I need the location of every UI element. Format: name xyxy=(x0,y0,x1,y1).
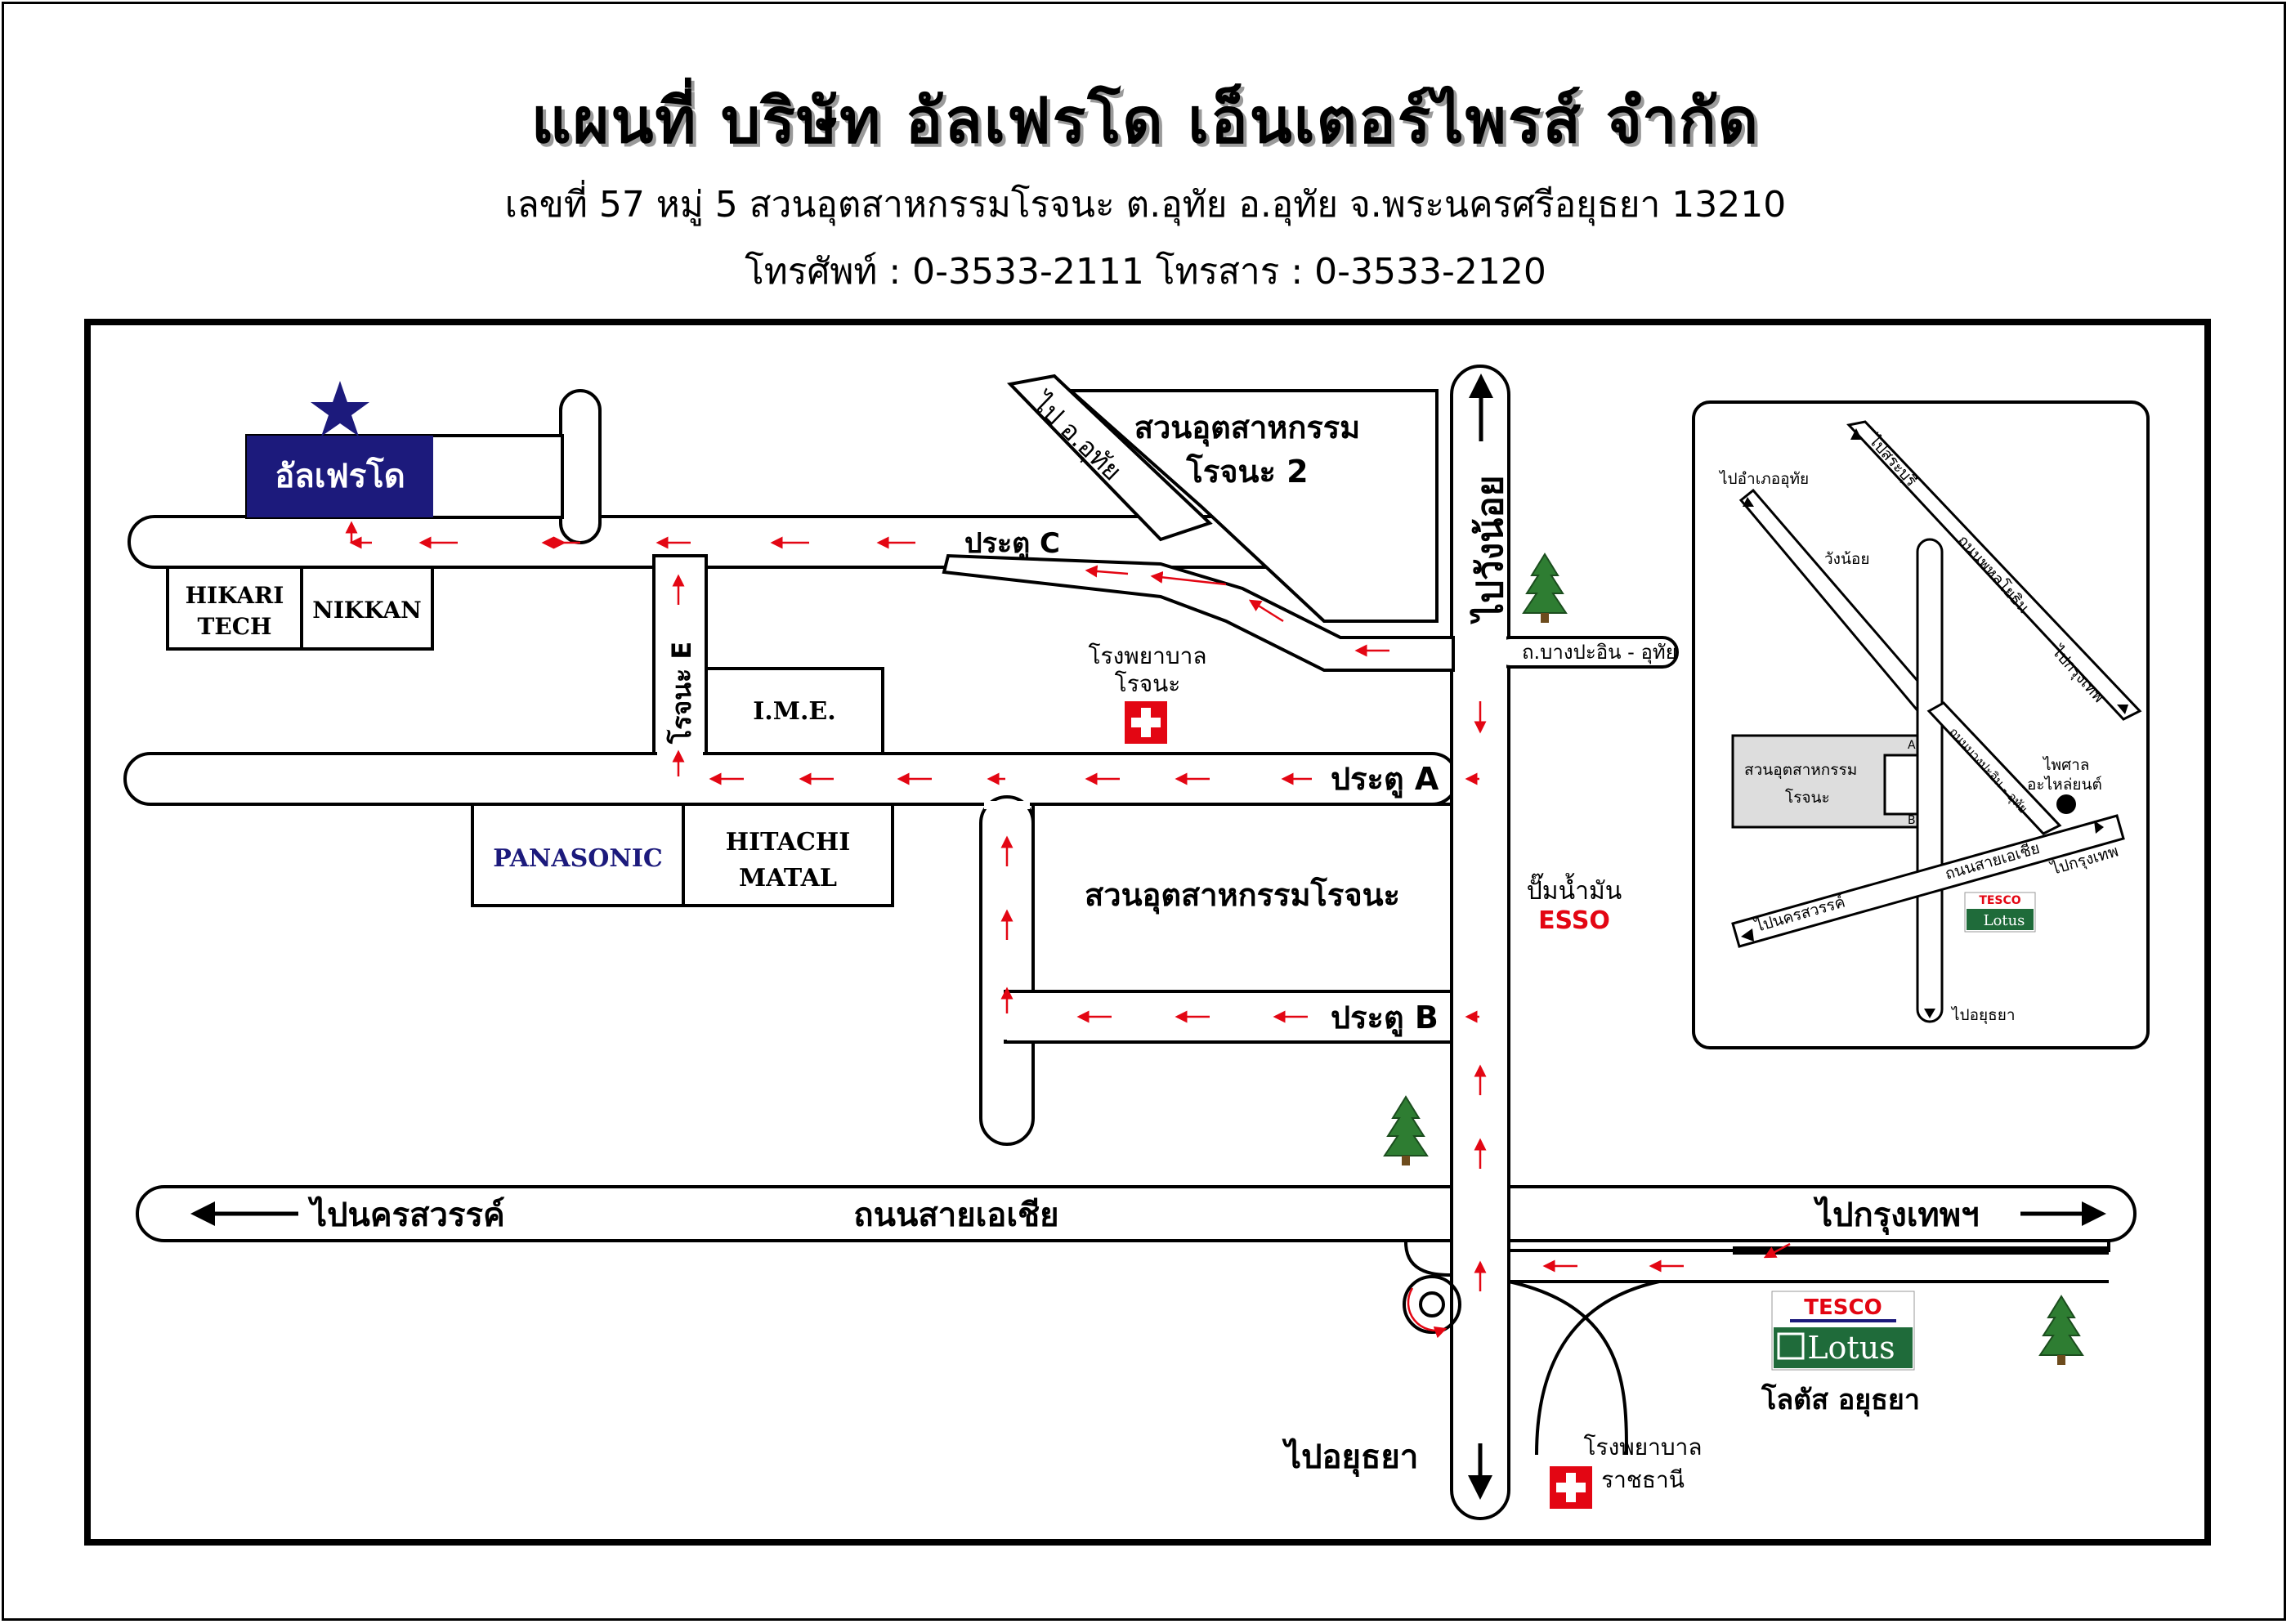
road-gate-a xyxy=(123,752,1459,806)
gate-b-label: ประตู B xyxy=(1331,1000,1439,1037)
inset-park-1: สวนอุตสาหกรรม xyxy=(1744,761,1857,780)
inset-lotus-label: Lotus xyxy=(1984,912,2025,929)
to-bangkok-label: ไปกรุงเทพฯ xyxy=(1813,1196,1980,1236)
inset-tesco-label: TESCO xyxy=(1979,894,2020,907)
lotus-label: Lotus xyxy=(1807,1330,1895,1366)
road-lotus-link xyxy=(1508,1280,1628,1456)
building-ime xyxy=(705,667,884,755)
tree-icon xyxy=(1384,1096,1428,1166)
inset-park-2: โรจนะ xyxy=(1785,788,1830,807)
hikari-label-2: TECH xyxy=(198,613,272,640)
rojana-e-label: โรจนะ E xyxy=(666,642,697,745)
to-wangnoi-label: ไปวังน้อย xyxy=(1469,475,1511,624)
inset-road-asia xyxy=(1731,814,2125,948)
company-phone: โทรศัพท์ : 0-3533-2111 โทรสาร : 0-3533-2… xyxy=(745,251,1546,293)
inset-paisarn-1: ไพศาล xyxy=(2042,756,2089,774)
road-park2-link xyxy=(942,553,1455,672)
park-main-block xyxy=(1031,803,1453,993)
inset-paisarn-dot xyxy=(2056,794,2076,814)
asia-road-label: ถนนสายเอเชีย xyxy=(853,1197,1058,1234)
bangpain-uthai-label: ถ.บางปะอิน - อุทัย xyxy=(1522,641,1677,664)
inset-gate-b: B xyxy=(1908,814,1916,827)
park2-label-1: สวนอุตสาหกรรม xyxy=(1134,409,1360,447)
hitachi-label: HITACHI xyxy=(726,828,851,857)
tree-icon xyxy=(2039,1295,2083,1366)
esso-label: ESSO xyxy=(1538,906,1610,935)
inset-lotus-logo: TESCO Lotus xyxy=(1964,892,2036,933)
route-arrows xyxy=(345,521,1791,1339)
tesco-lotus-logo: TESCO Lotus xyxy=(1771,1291,1915,1371)
tesco-label: TESCO xyxy=(1804,1295,1882,1320)
inset-to-ayutthaya: ไปอยุธยา xyxy=(1950,1006,2016,1025)
to-nakhonsawan-label: ไปนครสวรรค์ xyxy=(307,1196,505,1234)
panasonic-label: PANASONIC xyxy=(493,844,662,873)
nikkan-label: NIKKAN xyxy=(312,597,422,624)
gate-c-label: ประตู C xyxy=(964,527,1060,561)
inset-road-bangpain xyxy=(1926,701,2062,835)
gas-station-label: ปั๊มน้ำมัน xyxy=(1527,873,1622,906)
to-ayutthaya-label: ไปอยุธยา xyxy=(1282,1438,1418,1478)
page-title: แผนที่ บริษัท อัลเฟรโด เอ็นเตอร์ไพรส์ จำ… xyxy=(530,84,1761,157)
company-address: เลขที่ 57 หมู่ 5 สวนอุตสาหกรรมโรจนะ ต.อุ… xyxy=(504,184,1787,226)
inset-wangnoi: วังน้อย xyxy=(1824,550,1869,568)
hospital-ratchathani-label-1: โรงพยาบาล xyxy=(1584,1434,1703,1461)
inset-gate-a: A xyxy=(1908,739,1916,752)
inset-paisarn-2: อะไหล่ยนต์ xyxy=(2027,776,2102,794)
park2-label-2: โรจนะ 2 xyxy=(1185,453,1308,490)
inset-road-main xyxy=(1916,538,1944,1023)
hospital-ratchathani-cross-icon xyxy=(1550,1466,1592,1509)
tree-icon xyxy=(1523,553,1567,624)
building-hitachi xyxy=(682,803,894,907)
gate-a-label: ประตู A xyxy=(1331,761,1439,799)
hitachi-label-2: MATAL xyxy=(739,864,837,893)
hospital-ratchathani-label-2: ราชธานี xyxy=(1601,1466,1685,1493)
building-nikkan xyxy=(300,566,434,651)
road-asia xyxy=(136,1185,2137,1242)
park2-block xyxy=(1066,389,1439,623)
inset-road-phahonyothin xyxy=(1846,420,2142,721)
hospital-rojana-label-2: โรจนะ xyxy=(1115,670,1181,697)
hikari-label: HIKARI xyxy=(186,582,284,609)
hospital-cross-icon xyxy=(1125,701,1167,744)
inset-arrows xyxy=(1741,428,2128,1018)
alfredo-building xyxy=(247,436,433,517)
company-star-icon xyxy=(311,381,369,436)
hospital-rojana-label-1: โรงพยาบาล xyxy=(1089,642,1207,669)
u-turn-loop xyxy=(1403,1275,1461,1334)
road-to-uthai xyxy=(1006,374,1213,542)
park-main-label: สวนอุตสาหกรรมโรจนะ xyxy=(1085,876,1400,915)
company-label: อัลเฟรโด xyxy=(275,457,405,495)
inset-to-uthai: ไปอำเภออุทัย xyxy=(1718,470,1809,489)
main-map xyxy=(84,319,2211,1546)
ime-label: I.M.E. xyxy=(753,697,835,726)
lotus-caption: โลตัส อยุธยา xyxy=(1761,1383,1920,1417)
